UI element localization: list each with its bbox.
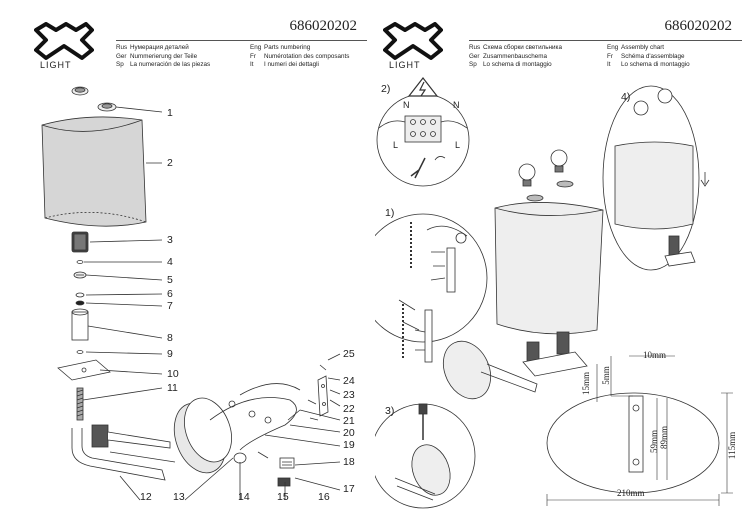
part-number-16: 16 (318, 491, 330, 503)
part-number-23: 23 (343, 389, 355, 401)
header-divider (469, 40, 742, 41)
dimension-5mm: 5mm (600, 366, 611, 385)
part-number-7: 7 (167, 300, 173, 312)
part-number-12: 12 (140, 491, 152, 503)
part-number-1: 1 (167, 107, 173, 119)
part-number-11: 11 (167, 382, 178, 394)
brand-logo-text: LIGHT (40, 60, 72, 70)
part-number-14: 14 (238, 491, 250, 503)
part-number-25: 25 (343, 348, 355, 360)
step-label-2: 2) (381, 83, 391, 95)
part-number-8: 8 (167, 332, 173, 344)
dimension-15mm: 15mm (581, 371, 592, 396)
part-number-13: 13 (173, 491, 185, 503)
dimension-210mm: 210mm (617, 488, 645, 498)
brand-logo (34, 22, 94, 60)
model-number: 686020202 (289, 18, 358, 34)
dimension-115mm: 115mm (727, 431, 738, 460)
step-label-3: 3) (385, 405, 395, 417)
part-number-24: 24 (343, 375, 355, 387)
part-number-22: 22 (343, 403, 355, 415)
brand-logo-text: LIGHT (389, 60, 421, 70)
part-number-2: 2 (167, 157, 173, 169)
part-number-3: 3 (167, 234, 173, 246)
wiring-label-l-right: L (455, 140, 461, 150)
part-number-20: 20 (343, 427, 355, 439)
part-number-19: 19 (343, 439, 355, 451)
part-number-9: 9 (167, 348, 173, 360)
part-number-15: 15 (277, 491, 289, 503)
part-number-18: 18 (343, 456, 355, 468)
assembly-diagram (375, 77, 733, 509)
wiring-label-l-left: L (393, 140, 399, 150)
step-label-4: 4) (621, 91, 631, 103)
wiring-label-n-right: N (453, 100, 460, 110)
wiring-label-n-left: N (403, 100, 410, 110)
header-divider (116, 40, 367, 41)
part-number-10: 10 (167, 368, 179, 380)
part-number-21: 21 (343, 415, 355, 427)
part-number-4: 4 (167, 256, 173, 268)
exploded-parts-diagram (41, 86, 341, 501)
model-number: 686020202 (664, 18, 733, 34)
dimension-89mm: 89mm (659, 425, 670, 450)
step-label-1: 1) (385, 207, 395, 219)
dimension-10mm: 10mm (643, 350, 667, 360)
part-number-6: 6 (167, 288, 173, 300)
brand-logo (383, 22, 443, 60)
part-number-5: 5 (167, 274, 173, 286)
part-number-17: 17 (343, 483, 355, 495)
